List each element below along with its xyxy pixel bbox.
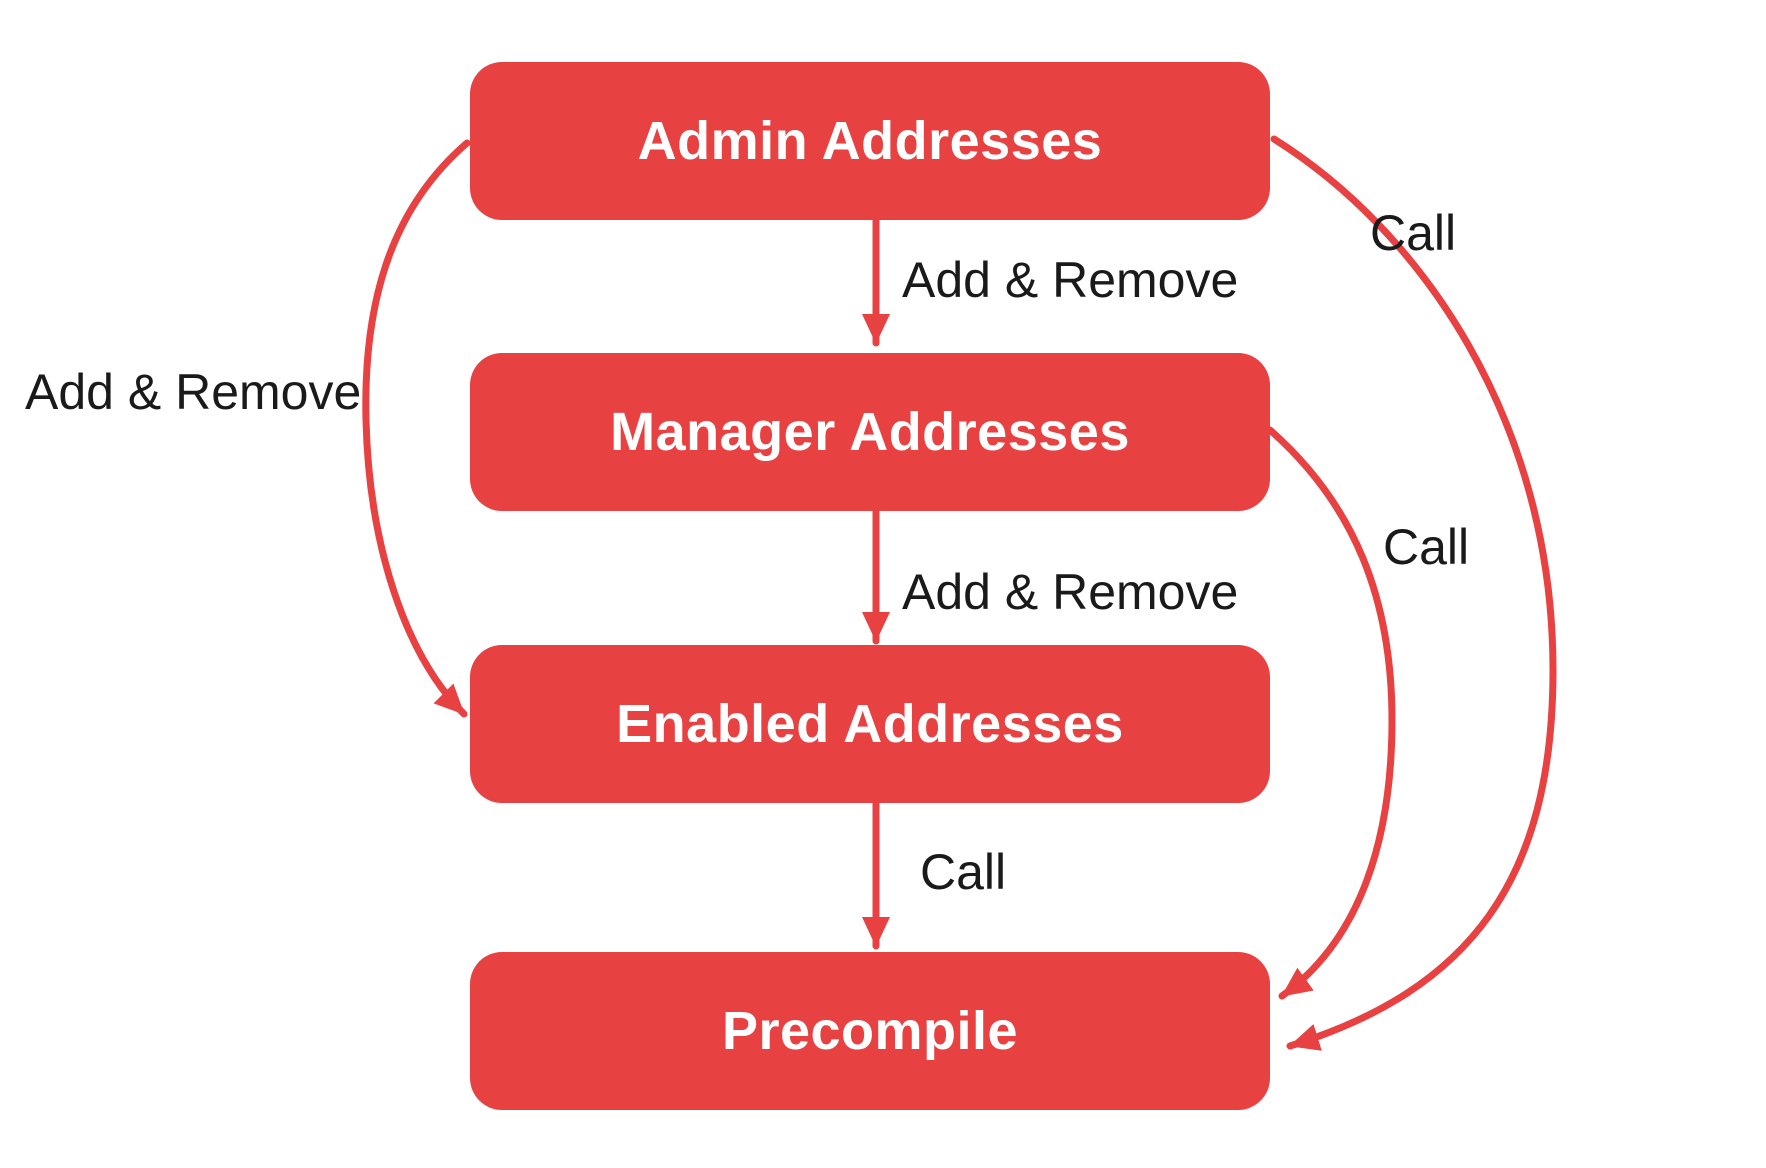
node-manager-addresses: Manager Addresses <box>470 353 1270 511</box>
edge-admin-to-precompile-curve-arrow <box>1270 135 1557 1051</box>
edge-label-manager-to-precompile: Call <box>1383 519 1470 575</box>
edge-label-enabled-to-precompile: Call <box>920 844 1007 900</box>
node-admin-addresses-label: Admin Addresses <box>637 111 1103 171</box>
edge-manager-to-precompile-curve-arrow <box>1266 426 1396 1000</box>
node-enabled-addresses: Enabled Addresses <box>470 645 1270 803</box>
edge-label-admin-to-enabled: Add & Remove <box>25 364 362 420</box>
node-manager-addresses-label: Manager Addresses <box>610 402 1130 462</box>
edge-label-admin-to-precompile: Call <box>1370 205 1457 261</box>
edge-admin-to-enabled-curve-arrow <box>362 139 471 718</box>
node-enabled-addresses-label: Enabled Addresses <box>616 694 1124 754</box>
node-admin-addresses: Admin Addresses <box>470 62 1270 220</box>
edge-label-admin-to-manager: Add & Remove <box>902 252 1239 308</box>
node-precompile-label: Precompile <box>721 1001 1019 1061</box>
node-precompile: Precompile <box>470 952 1270 1110</box>
edge-label-manager-to-enabled: Add & Remove <box>902 564 1239 620</box>
